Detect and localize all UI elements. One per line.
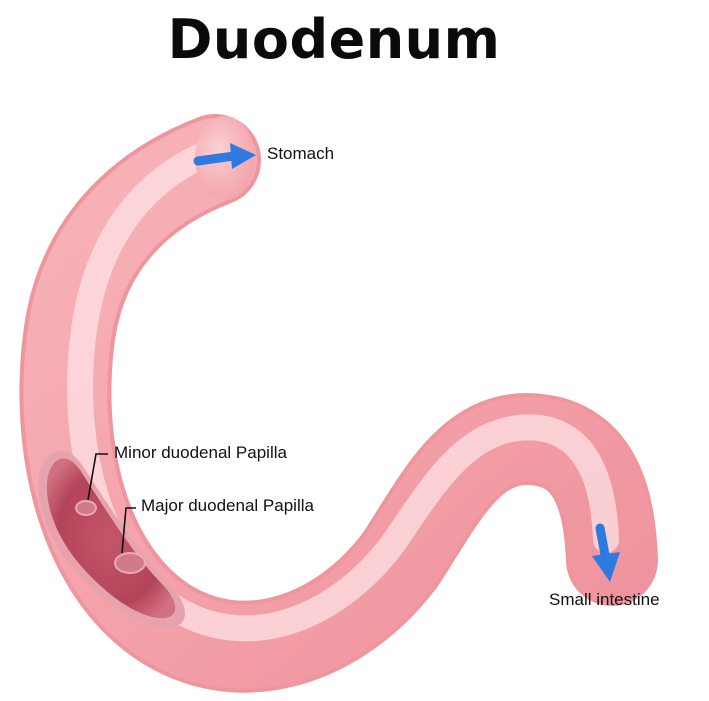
duodenum-tube-highlight	[67, 137, 619, 642]
major-papilla	[114, 552, 146, 574]
stomach-label: Stomach	[267, 144, 335, 163]
minor-papilla-leader	[87, 453, 108, 501]
stomach-arrow-icon	[193, 143, 256, 169]
major-papilla-label: Major duodenal Papilla	[141, 496, 314, 515]
major-papilla-leader	[121, 507, 136, 554]
page-title: Duodenum	[167, 8, 501, 71]
small-intestine-arrow-icon	[592, 523, 620, 582]
minor-papilla	[75, 500, 97, 516]
minor-papilla-label: Minor duodenal Papilla	[114, 443, 287, 462]
inner-wall-window	[38, 451, 185, 629]
small-intestine-label: Small intestine	[549, 590, 660, 609]
